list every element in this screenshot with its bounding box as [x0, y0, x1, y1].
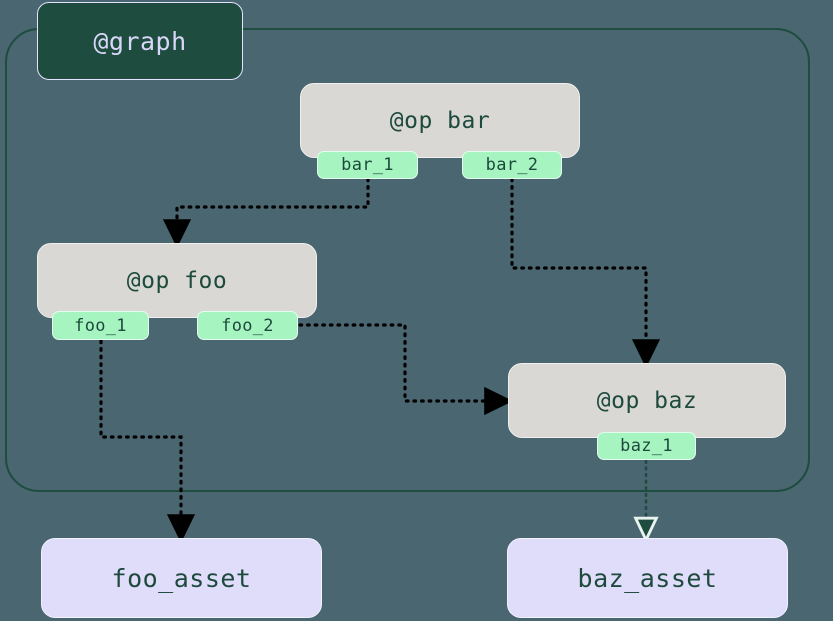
op-node-foo-label: @op foo [126, 267, 228, 294]
graph-label: @graph [37, 2, 243, 80]
op-node-baz[interactable]: @op baz [508, 363, 786, 438]
port-foo-2[interactable]: foo_2 [197, 311, 298, 340]
port-bar-2[interactable]: bar_2 [462, 151, 562, 179]
asset-node-foo-asset-label: foo_asset [111, 563, 252, 593]
op-node-baz-label: @op baz [596, 387, 698, 414]
op-node-bar[interactable]: @op bar [300, 83, 580, 158]
op-node-foo[interactable]: @op foo [37, 243, 317, 318]
asset-node-foo-asset[interactable]: foo_asset [41, 538, 322, 618]
port-foo-1-label: foo_1 [74, 315, 127, 336]
asset-node-baz-asset[interactable]: baz_asset [507, 538, 788, 618]
graph-container [5, 28, 810, 492]
port-bar-2-label: bar_2 [485, 155, 539, 175]
graph-label-text: @graph [93, 26, 187, 56]
port-baz-1[interactable]: baz_1 [597, 432, 696, 460]
op-node-bar-label: @op bar [389, 107, 491, 134]
port-foo-1[interactable]: foo_1 [52, 311, 149, 340]
port-bar-1[interactable]: bar_1 [317, 151, 418, 179]
port-baz-1-label: baz_1 [620, 436, 673, 456]
port-foo-2-label: foo_2 [221, 315, 274, 336]
asset-node-baz-asset-label: baz_asset [577, 563, 718, 593]
port-bar-1-label: bar_1 [341, 155, 394, 175]
